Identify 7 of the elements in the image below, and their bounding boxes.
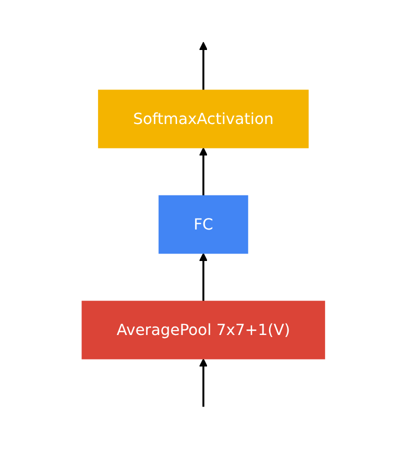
node-box: FC bbox=[158, 195, 248, 254]
arrow bbox=[198, 42, 208, 90]
node-box: SoftmaxActivation bbox=[98, 90, 308, 148]
arrow bbox=[198, 147, 208, 196]
arrow bbox=[198, 358, 208, 407]
node-box: AveragePool 7x7+1(V) bbox=[81, 300, 325, 360]
arrow bbox=[198, 252, 208, 302]
